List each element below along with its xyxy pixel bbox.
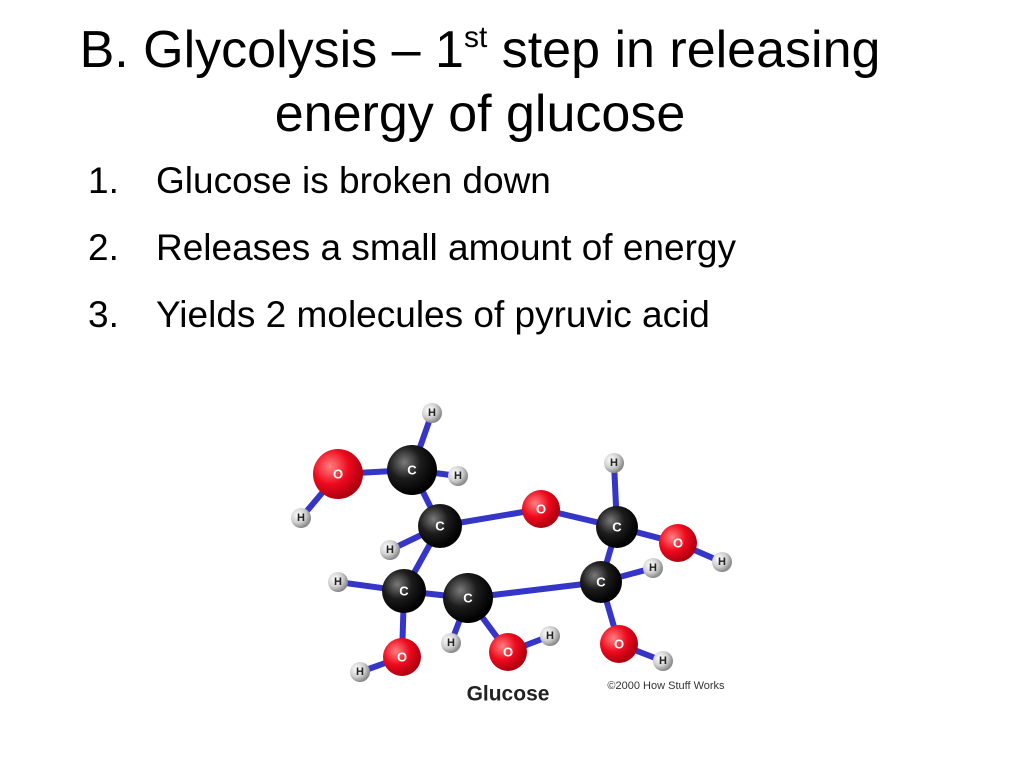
oxygen-atom-sphere	[313, 449, 363, 499]
carbon-atom-sphere	[418, 504, 462, 548]
list-text: Releases a small amount of energy	[156, 227, 736, 268]
bond-layer	[298, 410, 725, 675]
hydrogen-atom: H	[422, 403, 442, 423]
hydrogen-atom: H	[328, 572, 348, 592]
list-number: 1.	[88, 160, 119, 201]
hydrogen-atom-sphere	[643, 558, 663, 578]
list-text: Glucose is broken down	[156, 160, 551, 201]
slide-title: B. Glycolysis – 1st step in releasing en…	[0, 18, 960, 146]
hydrogen-atom-sphere	[380, 540, 400, 560]
oxygen-atom: O	[600, 625, 638, 663]
hydrogen-atom: H	[441, 633, 461, 653]
figure-caption: Glucose	[467, 683, 550, 706]
hydrogen-atom-letter: H	[546, 630, 554, 642]
oxygen-atom: O	[659, 524, 697, 562]
hydrogen-atom-letter: H	[610, 457, 618, 469]
hydrogen-atom-letter: H	[447, 637, 455, 649]
carbon-atom-letter: C	[435, 519, 445, 534]
hydrogen-atom-letter: H	[659, 655, 667, 667]
title-line2: energy of glucose	[274, 85, 686, 143]
list-text: Yields 2 molecules of pyruvic acid	[156, 294, 710, 335]
carbon-atom: C	[418, 504, 462, 548]
oxygen-atom-sphere	[522, 490, 560, 528]
hydrogen-atom-letter: H	[334, 576, 342, 588]
oxygen-atom: O	[383, 638, 421, 676]
oxygen-atom-sphere	[600, 625, 638, 663]
carbon-atom: C	[443, 573, 493, 623]
carbon-atom-letter: C	[463, 591, 473, 606]
hydrogen-atom-sphere	[712, 552, 732, 572]
carbon-atom-sphere	[580, 561, 622, 603]
oxygen-atom-letter: O	[397, 650, 407, 665]
hydrogen-atom-sphere	[540, 626, 560, 646]
hydrogen-atom-sphere	[441, 633, 461, 653]
hydrogen-atom-letter: H	[428, 407, 436, 419]
carbon-atom-sphere	[387, 445, 437, 495]
carbon-atom-letter: C	[612, 520, 622, 535]
hydrogen-atom-sphere	[604, 453, 624, 473]
hydrogen-atom: H	[291, 508, 311, 528]
figure-credit: ©2000 How Stuff Works	[607, 680, 725, 692]
carbon-atom-letter: C	[407, 463, 417, 478]
hydrogen-atom: H	[350, 662, 370, 682]
title-text-part2: step in releasing	[487, 21, 881, 79]
hydrogen-atom-letter: H	[356, 666, 364, 678]
oxygen-atom-letter: O	[673, 536, 683, 551]
hydrogen-atom-sphere	[328, 572, 348, 592]
carbon-atom-letter: C	[596, 575, 606, 590]
hydrogen-atom-sphere	[422, 403, 442, 423]
hydrogen-atom-sphere	[291, 508, 311, 528]
oxygen-atom: O	[522, 490, 560, 528]
hydrogen-atom: H	[653, 651, 673, 671]
list-item: 2. Releases a small amount of energy	[88, 227, 736, 294]
hydrogen-atom-letter: H	[386, 544, 394, 556]
hydrogen-atom: H	[448, 466, 468, 486]
title-superscript: st	[463, 21, 488, 54]
list-item: 1. Glucose is broken down	[88, 160, 736, 227]
oxygen-atom-sphere	[489, 633, 527, 671]
atom-layer: O C H H H C O C H O H H H C C C H O H H O H O H	[291, 403, 732, 682]
oxygen-atom-letter: O	[503, 645, 513, 660]
hydrogen-atom-letter: H	[454, 470, 462, 482]
hydrogen-atom: H	[604, 453, 624, 473]
oxygen-atom-letter: O	[536, 502, 546, 517]
hydrogen-atom: H	[712, 552, 732, 572]
hydrogen-atom: H	[540, 626, 560, 646]
carbon-atom-sphere	[596, 506, 638, 548]
oxygen-atom-letter: O	[614, 637, 624, 652]
hydrogen-atom-sphere	[350, 662, 370, 682]
hydrogen-atom-letter: H	[718, 556, 726, 568]
carbon-atom: C	[387, 445, 437, 495]
hydrogen-atom: H	[380, 540, 400, 560]
list-item: 3. Yields 2 molecules of pyruvic acid	[88, 294, 736, 361]
list-number: 2.	[88, 227, 119, 268]
oxygen-atom-sphere	[659, 524, 697, 562]
oxygen-atom-letter: O	[333, 467, 343, 482]
hydrogen-atom: H	[643, 558, 663, 578]
numbered-list: 1. Glucose is broken down 2. Releases a …	[88, 160, 736, 361]
oxygen-atom: O	[313, 449, 363, 499]
carbon-atom: C	[382, 569, 426, 613]
carbon-atom: C	[596, 506, 638, 548]
oxygen-atom-sphere	[383, 638, 421, 676]
oxygen-atom: O	[489, 633, 527, 671]
carbon-atom: C	[580, 561, 622, 603]
carbon-atom-sphere	[382, 569, 426, 613]
carbon-atom-sphere	[443, 573, 493, 623]
hydrogen-atom-sphere	[653, 651, 673, 671]
hydrogen-atom-sphere	[448, 466, 468, 486]
list-number: 3.	[88, 294, 119, 335]
hydrogen-atom-letter: H	[297, 512, 305, 524]
hydrogen-atom-letter: H	[649, 562, 657, 574]
carbon-atom-letter: C	[399, 584, 409, 599]
title-text-part1: B. Glycolysis – 1	[79, 21, 464, 79]
